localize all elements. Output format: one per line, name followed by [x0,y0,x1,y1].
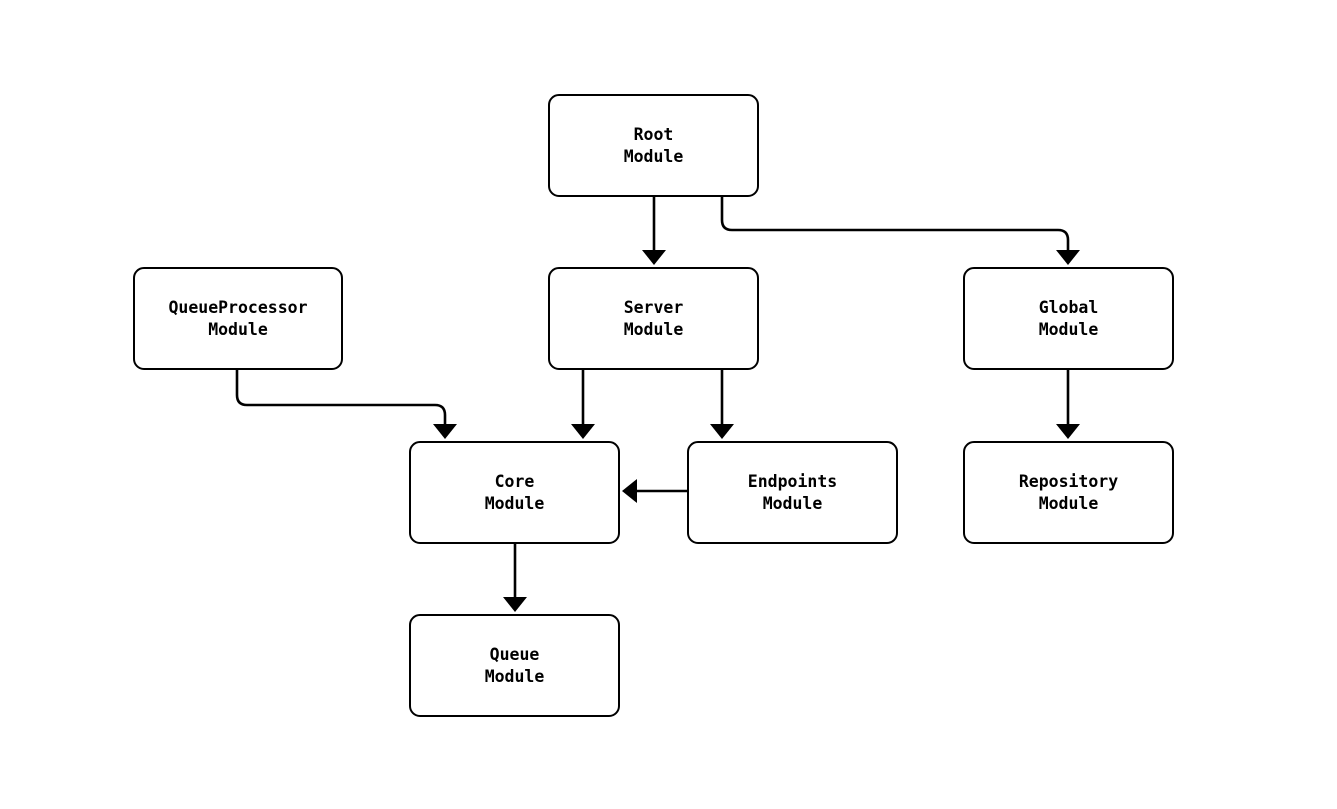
node-label-secondary: Module [1038,319,1099,339]
edge-root-to-global [720,197,1080,265]
arrowhead [622,479,637,503]
node-label-secondary: Module [762,493,823,513]
arrowhead [503,597,527,612]
node-label-secondary: Module [484,666,545,686]
arrowhead [642,250,666,265]
edge-core-to-queue [503,544,527,612]
node-label-primary: Repository [1018,471,1119,491]
arrowhead [710,424,734,439]
node-label-secondary: Module [208,319,268,339]
node-label-secondary: Module [1038,493,1099,513]
arrowhead [1056,424,1080,439]
edge-endpoints-to-core [622,479,687,503]
node-label-primary: Core [494,471,535,491]
node-label-primary: Server [623,297,684,317]
node-label-primary: Root [633,124,674,144]
node-label-primary: Global [1038,297,1099,317]
node-label-primary: Queue [489,644,540,664]
edge-server-to-endpoints [710,370,734,439]
node-label-secondary: Module [623,146,684,166]
edge-queueprocessor-to-core [235,370,457,439]
arrowhead [433,424,457,439]
arrowhead [571,424,595,439]
edge-global-to-repository [1056,370,1080,439]
edge-server-to-core [571,370,595,439]
edge-root-to-server [642,197,666,265]
node-label-secondary: Module [484,493,545,513]
arrowhead [1056,250,1080,265]
node-label-secondary: Module [623,319,684,339]
node-label-primary: Endpoints [747,471,838,491]
node-label-primary: QueueProcessor [168,297,308,317]
